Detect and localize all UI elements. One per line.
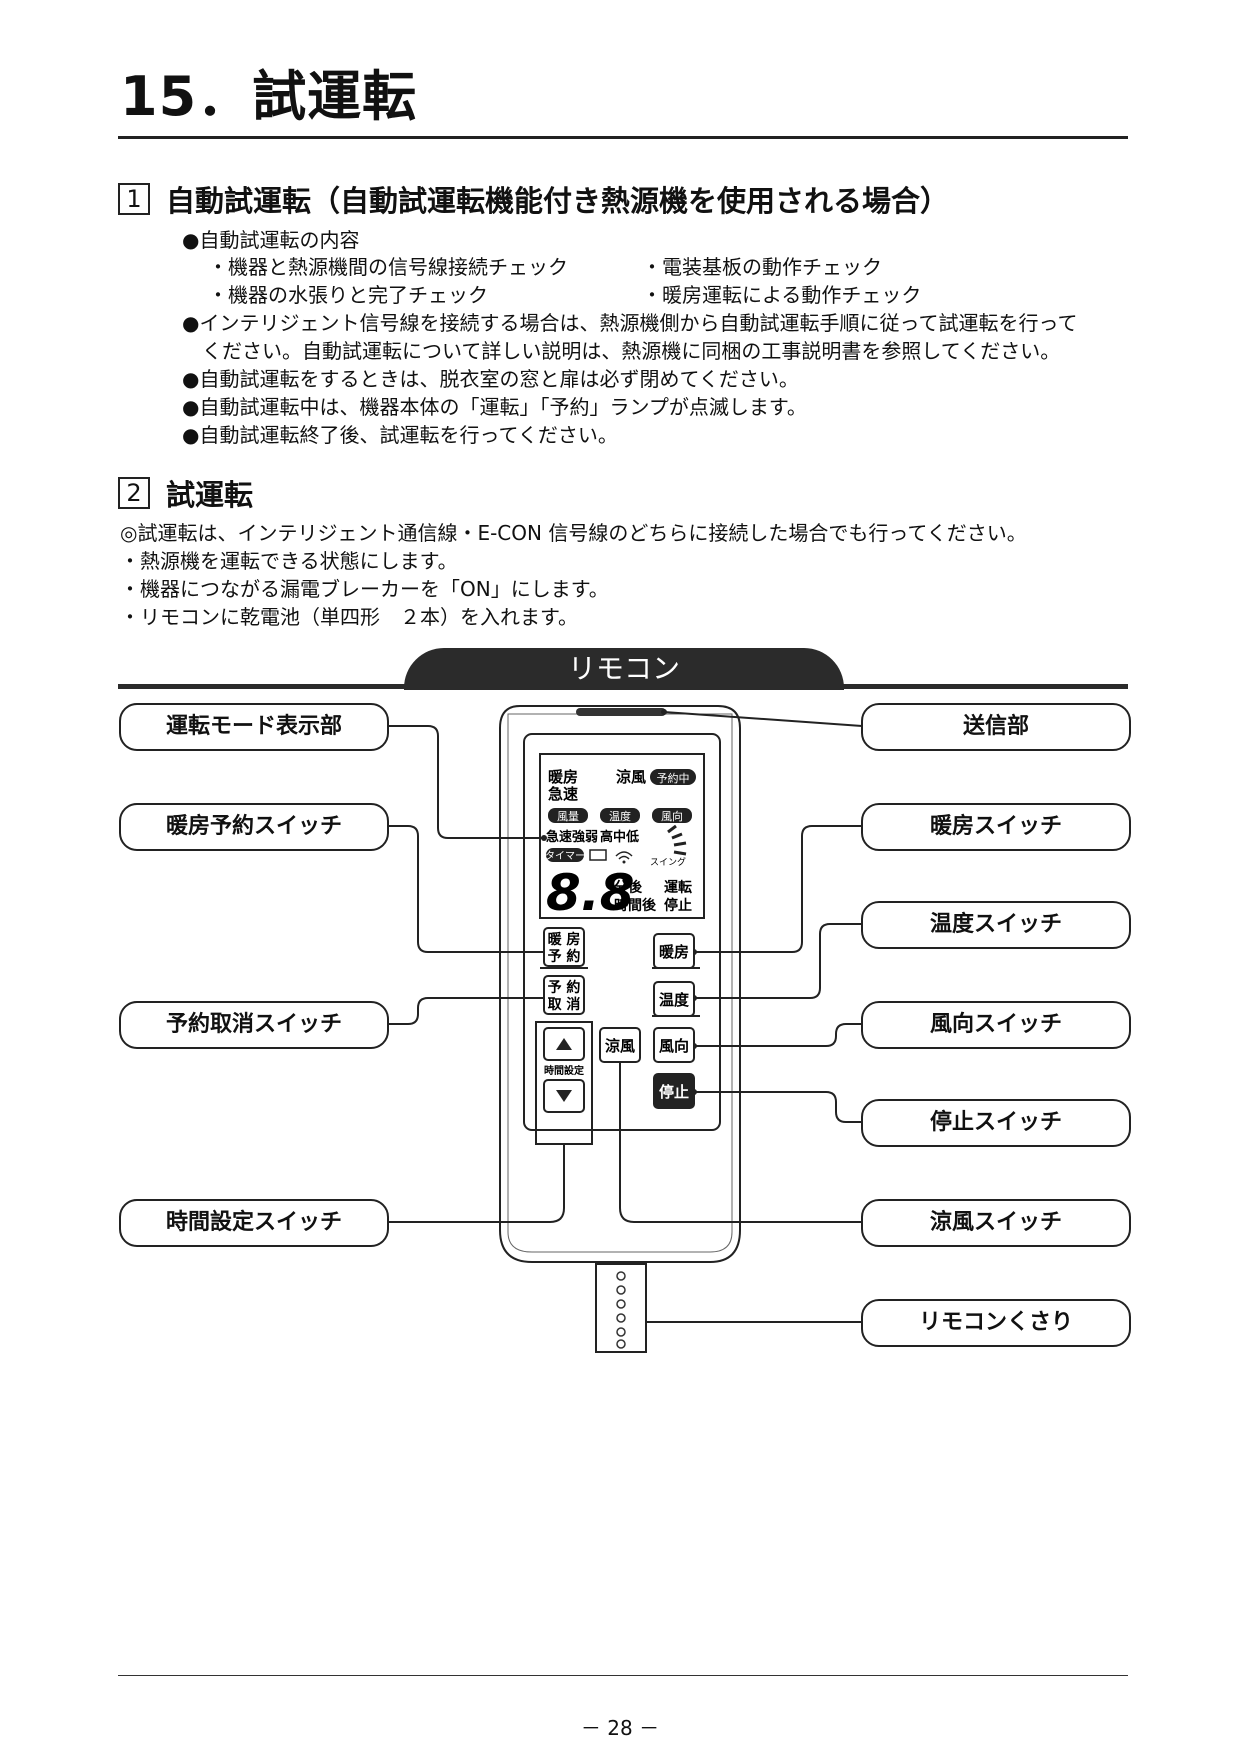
lcd-cool: 涼風	[616, 768, 646, 786]
lcd-mode-rapid: 急速	[548, 785, 578, 803]
lcd-stop: 停止	[664, 897, 692, 914]
lcd-swing-icon	[667, 824, 687, 856]
time-up-button[interactable]	[543, 1027, 585, 1061]
callout-stop-switch: 停止スイッチ	[861, 1099, 1131, 1147]
s2-line: ・熱源機を運転できる状態にします。	[120, 549, 458, 573]
lcd-temp-values: 高中低	[600, 829, 639, 845]
footer-divider	[118, 1675, 1128, 1676]
lcd-after-min: 分後	[614, 879, 643, 896]
page-title: 15．試運転	[120, 65, 418, 128]
section2-heading: 2 試運転	[118, 472, 253, 514]
lcd-swing-label: スイング	[650, 856, 686, 868]
s1-line: ●自動試運転中は、機器本体の「運転」「予約」ランプが点滅します。	[182, 395, 807, 419]
callout-heat-switch: 暖房スイッチ	[861, 803, 1131, 851]
reserve-cancel-button[interactable]: 予 約 取 消	[543, 975, 585, 1015]
callout-mode-display: 運転モード表示部	[119, 703, 389, 751]
stop-button[interactable]: 停止	[653, 1073, 695, 1109]
lcd-timer-badge: タイマー	[545, 850, 585, 862]
section1-title: 自動試運転（自動試運転機能付き熱源機を使用される場合）	[166, 184, 950, 218]
heat-button-label: 暖房	[659, 943, 689, 961]
temp-button-label: 温度	[659, 991, 690, 1009]
battery-icon	[589, 849, 607, 861]
wind-direction-button[interactable]: 風向	[653, 1027, 695, 1063]
reserve-cancel-label-1: 予 約	[548, 979, 581, 996]
callout-remote-chain: リモコンくさり	[861, 1299, 1131, 1347]
lcd-dir-tag: 風向	[661, 809, 683, 823]
callout-temp-switch: 温度スイッチ	[861, 901, 1131, 949]
reserve-cancel-label-2: 取 消	[548, 996, 581, 1013]
callout-cool-breeze-switch: 涼風スイッチ	[861, 1199, 1131, 1247]
heat-button[interactable]: 暖房	[653, 933, 695, 969]
stop-button-label: 停止	[659, 1083, 689, 1101]
remote-tab: リモコン	[404, 648, 844, 690]
temp-button[interactable]: 温度	[653, 981, 695, 1017]
reserve-heat-button[interactable]: 暖 房 予 約	[543, 927, 585, 967]
lcd-airflow-tag: 風量	[557, 810, 579, 823]
s2-line: ・リモコンに乾電池（単四形 ２本）を入れます。	[120, 605, 578, 629]
lcd-temp-tag: 温度	[609, 809, 631, 823]
cool-breeze-button[interactable]: 涼風	[599, 1027, 641, 1063]
wind-direction-button-label: 風向	[659, 1037, 689, 1055]
s1-line: ●自動試運転終了後、試運転を行ってください。	[182, 423, 618, 447]
s2-line: ◎試運転は、インテリジェント通信線・E-CON 信号線のどちらに接続した場合でも…	[120, 521, 1027, 545]
s1-line: ください。自動試運転について詳しい説明は、熱源機に同梱の工事説明書を参照してくだ…	[202, 339, 1061, 363]
signal-icon	[615, 851, 633, 860]
section1-heading: 1 自動試運転（自動試運転機能付き熱源機を使用される場合）	[118, 178, 949, 220]
lcd-reserve-badge: 予約中	[657, 771, 690, 785]
time-set-label: 時間設定	[544, 1064, 584, 1077]
title-divider	[118, 136, 1128, 139]
page-number: － 28 －	[580, 1716, 660, 1740]
s1-line: ●自動試運転の内容	[182, 228, 360, 252]
lcd-airflow-values: 急速強弱	[546, 829, 598, 845]
s1-line: ●自動試運転をするときは、脱衣室の窓と扉は必ず閉めてください。	[182, 367, 799, 391]
lcd-digits: 8.8	[546, 864, 635, 922]
s1-line: ・機器の水張りと完了チェック	[208, 283, 488, 307]
section2-title: 試運転	[166, 478, 254, 512]
s2-line: ・機器につながる漏電ブレーカーを「ON」にします。	[120, 577, 609, 601]
lcd-after-hour: 時間後	[614, 897, 657, 914]
s1-line: ●インテリジェント信号線を接続する場合は、熱源機側から自動試運転手順に従って試運…	[182, 311, 1078, 335]
callout-wind-direction-switch: 風向スイッチ	[861, 1001, 1131, 1049]
cool-breeze-button-label: 涼風	[605, 1037, 635, 1055]
s1-line: ・暖房運転による動作チェック	[642, 283, 922, 307]
callout-reserve-cancel-switch: 予約取消スイッチ	[119, 1001, 389, 1049]
time-down-button[interactable]	[543, 1079, 585, 1113]
s1-line: ・機器と熱源機間の信号線接続チェック	[208, 255, 568, 279]
arrow-up-icon	[556, 1038, 572, 1050]
callout-time-set-switch: 時間設定スイッチ	[119, 1199, 389, 1247]
callout-reserve-heat-switch: 暖房予約スイッチ	[119, 803, 389, 851]
section2-number: 2	[118, 477, 150, 509]
callout-transmitter: 送信部	[861, 703, 1131, 751]
section1-number: 1	[118, 183, 150, 215]
lcd-run: 運転	[664, 879, 692, 896]
s1-line: ・電装基板の動作チェック	[642, 255, 882, 279]
reserve-heat-label-1: 暖 房	[548, 931, 581, 948]
lcd-mode-heat: 暖房	[548, 768, 578, 786]
arrow-down-icon	[556, 1090, 572, 1102]
reserve-heat-label-2: 予 約	[548, 948, 581, 965]
